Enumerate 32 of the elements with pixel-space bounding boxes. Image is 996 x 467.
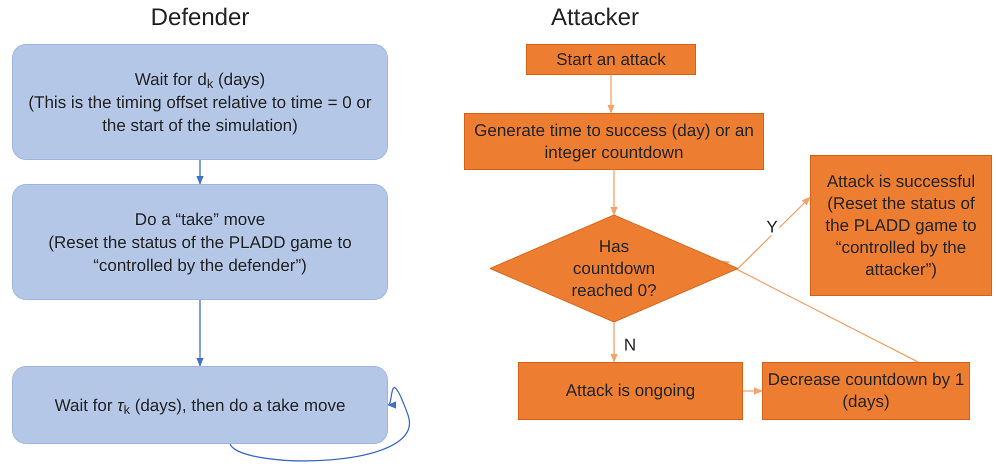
node-text: Wait for τ$_{k}$ (days), then do a take move — [54, 394, 346, 416]
process-box — [12, 366, 388, 444]
node-text: Generate time to success (day) or an integer countdown — [473, 120, 755, 164]
process-box — [464, 113, 764, 170]
arrow — [610, 322, 618, 363]
process-box — [12, 184, 388, 300]
process-box — [518, 362, 743, 420]
node-text: Attack is successful — [826, 170, 976, 192]
arrow — [230, 387, 410, 462]
arrow — [743, 387, 763, 395]
process-box — [810, 155, 992, 296]
process-box — [762, 362, 970, 420]
arrow — [738, 196, 811, 269]
column-heading: Defender — [150, 6, 250, 30]
node-text: (Reset the status of the PLADD game to “controlled by the attacker”) — [824, 192, 978, 280]
arrow — [720, 260, 918, 363]
process-box — [12, 44, 388, 160]
node-text: Decrease countdown by 1 (days) — [767, 369, 965, 413]
node-text: Start an attack — [556, 48, 666, 70]
node-text: Wait for d$_{k}$ (days) — [134, 68, 266, 90]
arrow — [196, 160, 204, 185]
arrow — [196, 300, 204, 367]
node-text: Do a “take” move — [134, 208, 266, 230]
column-heading: Attacker — [550, 6, 640, 30]
arrow — [610, 170, 618, 216]
edge-label: Y — [764, 218, 780, 236]
node-text: Attack is ongoing — [566, 380, 696, 402]
node-text: Has countdown reached 0? — [570, 236, 658, 302]
arrow — [607, 75, 615, 114]
process-box — [526, 44, 696, 75]
node-text: (Reset the status of the PLADD game to “controlled by the defender”) — [47, 232, 353, 276]
node-text: (This is the timing offset relative to time = 0 or the start of the simulation) — [27, 92, 373, 136]
